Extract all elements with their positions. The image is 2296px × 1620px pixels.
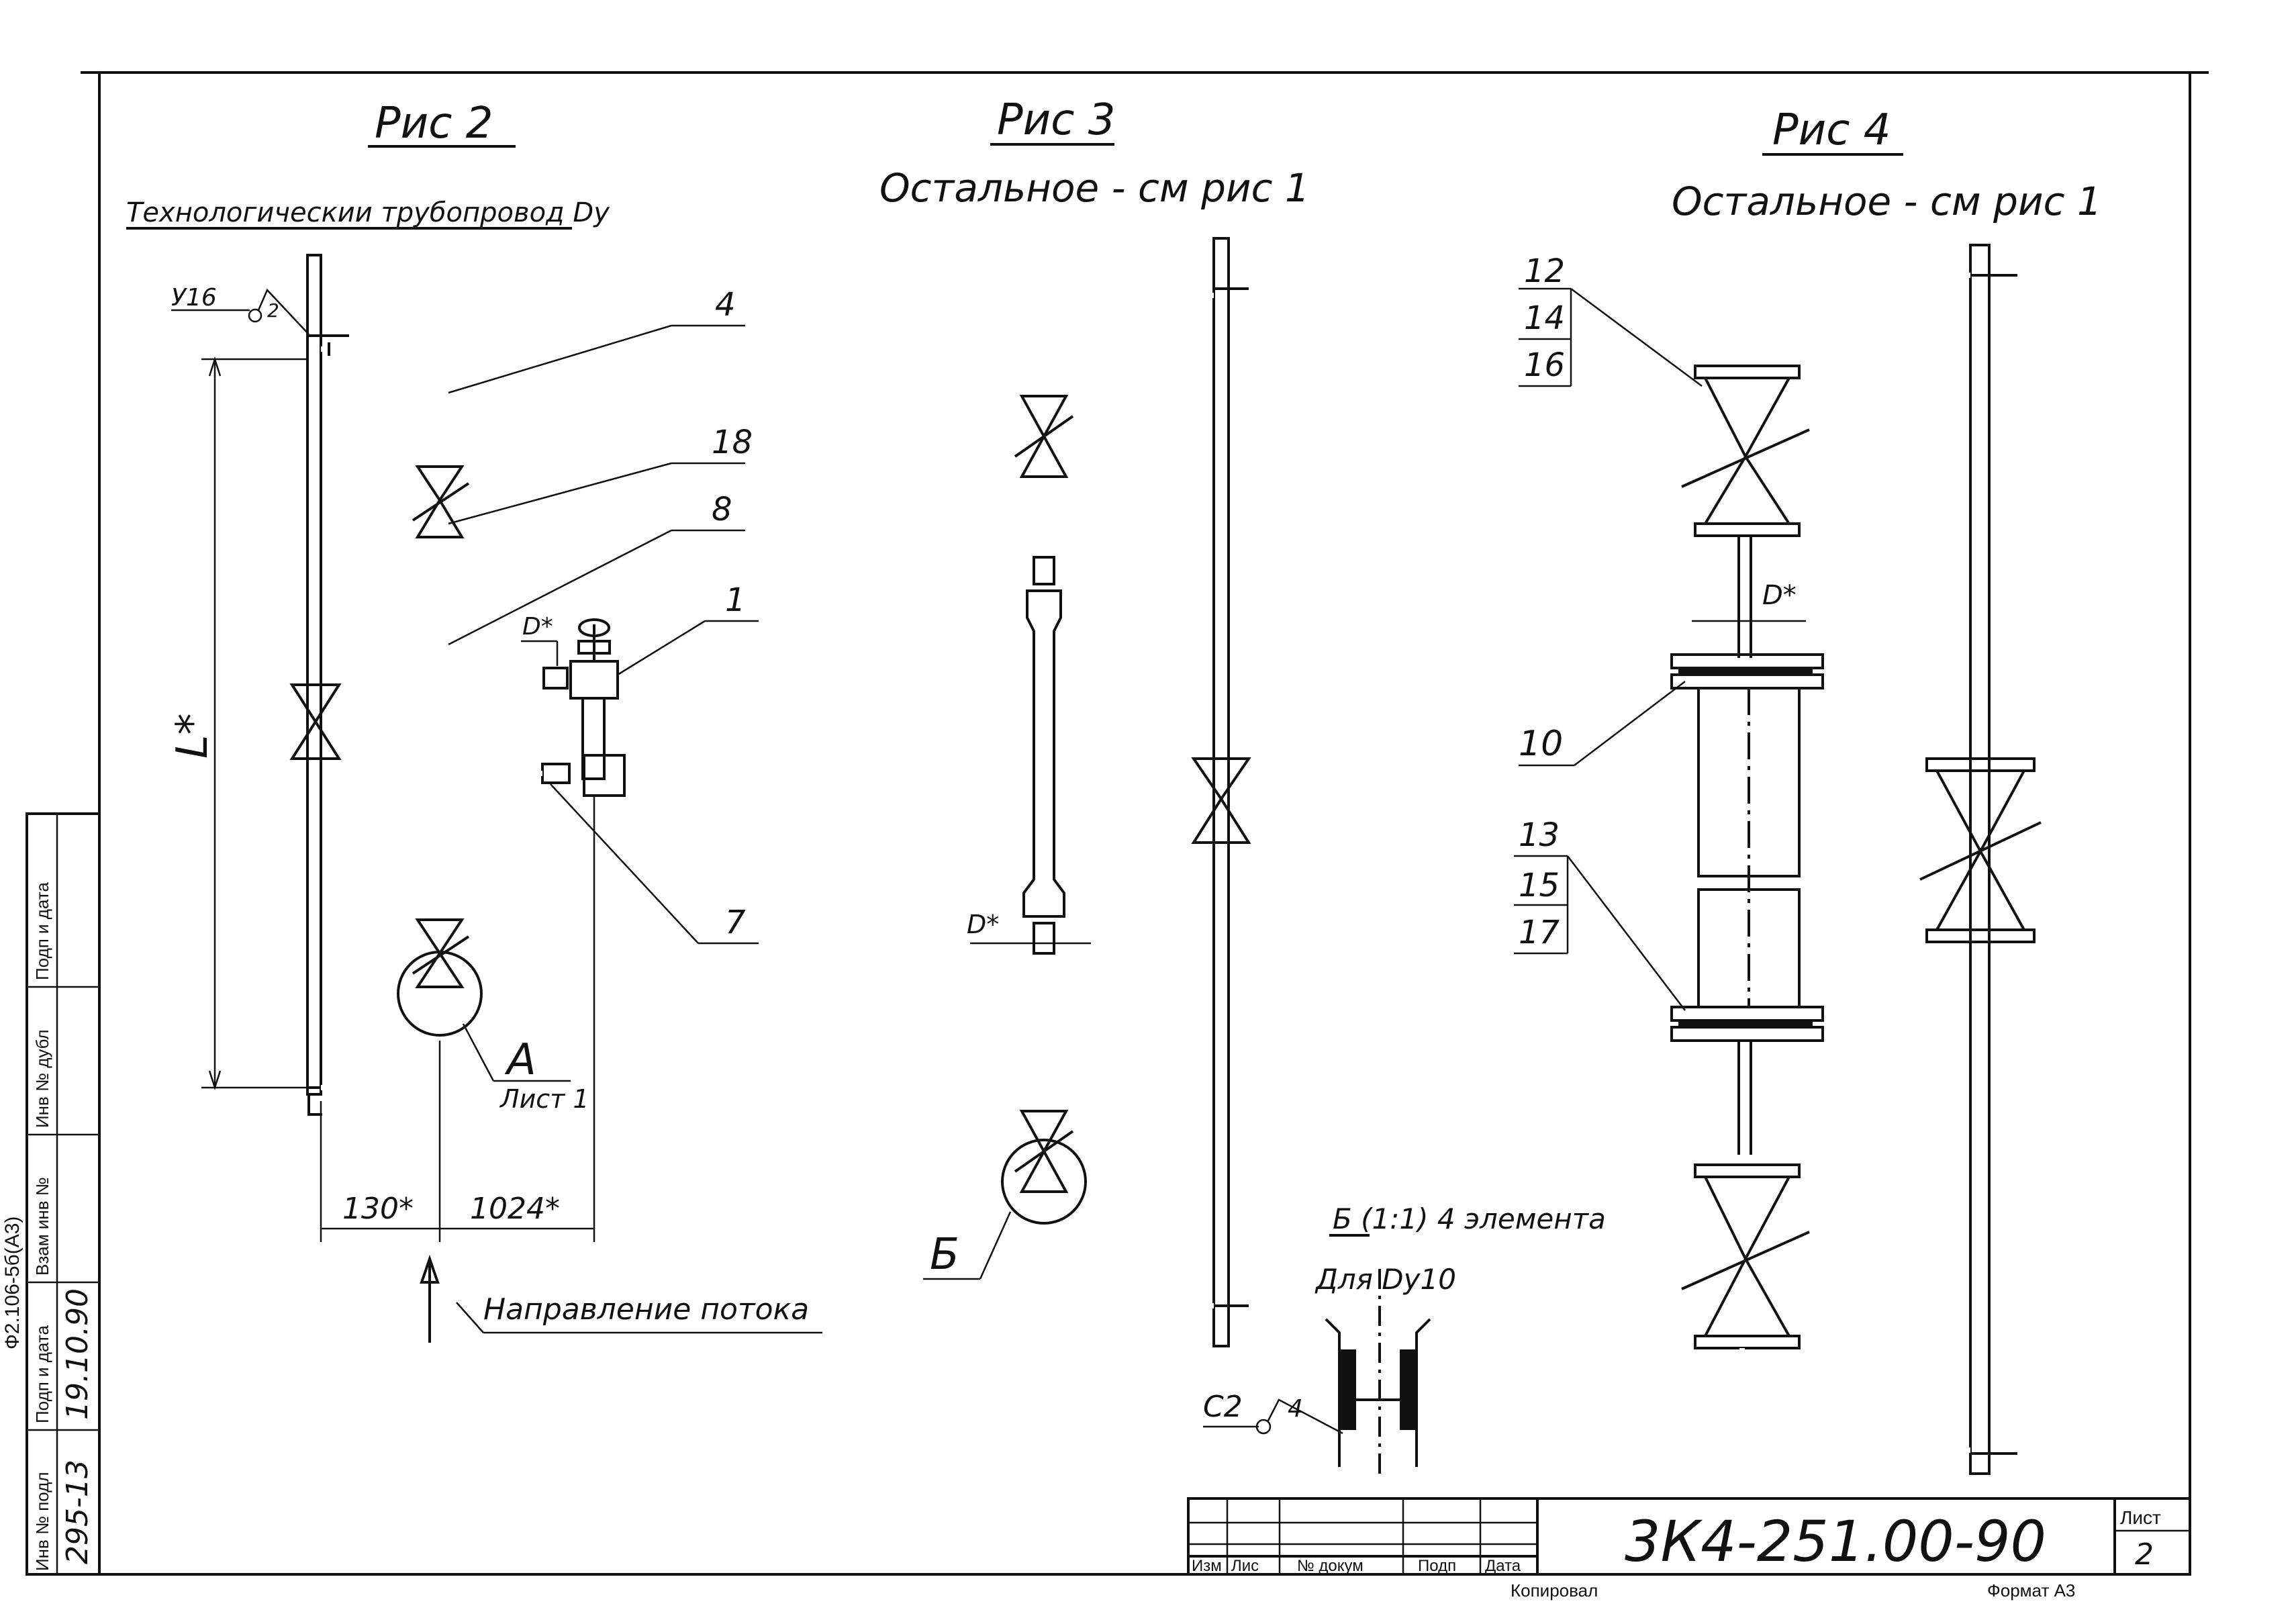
fig2-dim-D: D*	[522, 613, 553, 640]
fig2-callout-4: 4	[715, 286, 736, 324]
fig2-callout-8: 8	[712, 491, 732, 528]
tb-header-date: Дата	[1485, 1557, 1521, 1575]
fig4-callout-12: 12	[1524, 252, 1565, 290]
fig3-dim-D: D*	[967, 910, 999, 939]
fig2-weld-num: 2	[267, 299, 279, 322]
fig4-callout-10: 10	[1519, 724, 1563, 764]
fig4-callout-17: 17	[1519, 914, 1560, 951]
stamp-header-1: Инв № подл	[32, 1472, 52, 1571]
fig3-detail-letter: Б	[930, 1230, 959, 1280]
fig2-dim-1024: 1024*	[470, 1192, 560, 1226]
fig2-upper-valve-icon	[412, 465, 470, 538]
fig2-title: Рис 2	[375, 99, 493, 148]
left-stamp: Инв № подл Подп и дата Взам инв № Инв № …	[1, 812, 101, 1576]
format-label: Формат А3	[1987, 1580, 2075, 1601]
fig2-gauge-valve	[541, 618, 626, 797]
fig2-callout-1: 1	[725, 581, 746, 619]
fig4-dim-D: D*	[1762, 580, 1797, 611]
figure-3: Рис 3 Остальное - см рис 1 D*	[879, 95, 1310, 1347]
fig2-callout-18: 18	[712, 424, 753, 461]
figure-2: Рис 2 Технологическии трубопровод Dу У16…	[126, 99, 822, 1343]
stamp-header-3: Взам инв №	[32, 1177, 52, 1276]
fig4-subtitle: Остальное - см рис 1	[1672, 179, 2102, 224]
fig2-detail-sheet: Лист 1	[499, 1084, 589, 1114]
stamp-date: 19.10.90	[60, 1288, 95, 1420]
fig4-callouts-lower: 13 15 17	[1514, 816, 1686, 1011]
fig2-detail-letter: А	[504, 1035, 536, 1085]
fig3-lower-valve-icon	[1001, 1110, 1087, 1225]
fig3-subtitle: Остальное - см рис 1	[879, 165, 1310, 211]
title-block: Изм Лис № докум Подп Дата 3К4-251.00-90 …	[1187, 1497, 2191, 1601]
fig2-callout-7: 7	[725, 904, 746, 941]
stamp-header-4: Инв № дубл	[32, 1029, 52, 1128]
fig3-main-valve-icon	[1191, 757, 1251, 844]
tb-header-doc: № докум	[1297, 1557, 1364, 1575]
copied-label: Копировал	[1511, 1580, 1598, 1601]
fig2-pipeline-label: Технологическии трубопровод Dу	[126, 197, 610, 228]
figure-4: Рис 4 Остальное - см рис 1 12	[1514, 105, 2102, 1475]
fig2-dim-130: 130*	[342, 1192, 414, 1226]
tb-header-lis: Лис	[1231, 1557, 1259, 1575]
fig4-title: Рис 4	[1772, 105, 1891, 155]
sheet-number: 2	[2135, 1537, 2154, 1572]
tb-header-izm: Изм	[1192, 1557, 1222, 1575]
tb-header-sign: Подп	[1418, 1557, 1456, 1575]
fig3-chamber	[1022, 556, 1065, 955]
detail-b-subtitle: Для Dу10	[1314, 1263, 1456, 1296]
fig2-main-valve-icon	[289, 683, 342, 760]
fig2-flow-label: Направление потока	[483, 1292, 809, 1327]
sheet-label: Лист	[2120, 1507, 2161, 1528]
flow-arrow-icon	[420, 1254, 440, 1343]
detail-b-fitting	[1325, 1318, 1431, 1467]
fig4-chamber	[1670, 653, 1824, 1155]
stamp-header-5: Подп и дата	[32, 882, 52, 980]
fig2-lower-valve-icon	[397, 918, 483, 1037]
detail-b: Б (1:1) 4 элемента Для Dу10 С2 4	[1203, 1202, 1606, 1474]
detail-b-weld-label: С2	[1203, 1390, 1243, 1424]
document-number: 3К4-251.00-90	[1625, 1509, 2046, 1574]
form-code: Ф2.106-5б(А3)	[1, 1217, 23, 1349]
fig4-callouts-upper: 12 14 16	[1519, 252, 1703, 387]
stamp-inv-number: 295-13	[60, 1460, 95, 1564]
stamp-header-2: Подп и дата	[32, 1325, 52, 1423]
fig4-lower-valve	[1681, 1163, 1810, 1349]
fig3-upper-valve-icon	[1014, 395, 1074, 478]
fig4-upper-valve	[1681, 365, 1810, 658]
fig4-callout-14: 14	[1524, 299, 1565, 337]
detail-b-title: Б (1:1) 4 элемента	[1333, 1202, 1606, 1235]
fig4-callout-15: 15	[1519, 867, 1560, 904]
fig4-callout-13: 13	[1519, 816, 1560, 854]
fig2-weld-label: У16	[171, 284, 217, 312]
fig4-callout-16: 16	[1524, 346, 1565, 384]
fig3-title: Рис 3	[997, 95, 1115, 145]
fig2-dim-L: L*	[168, 713, 218, 759]
fig4-main-valve	[1919, 757, 2042, 943]
